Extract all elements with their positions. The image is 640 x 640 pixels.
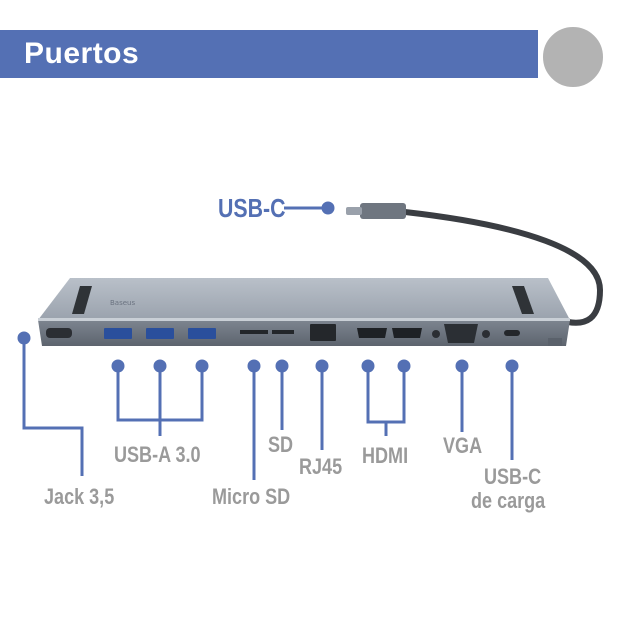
hub-foot-left bbox=[72, 286, 92, 314]
brand-logo: Baseus bbox=[110, 299, 135, 307]
port-usb-a-2 bbox=[146, 328, 174, 339]
port-jack-3-5 bbox=[46, 328, 72, 338]
label-hdmi: HDMI bbox=[362, 443, 409, 468]
label-usb-c: USB-C bbox=[218, 193, 286, 223]
label-sd: SD bbox=[268, 432, 294, 457]
label-micro-sd: Micro SD bbox=[212, 484, 291, 509]
usb-c-plug bbox=[360, 203, 406, 219]
port-vga bbox=[444, 324, 478, 343]
port-hdmi-2 bbox=[392, 328, 422, 338]
usb-c-cable bbox=[402, 209, 604, 326]
hub-front-face bbox=[38, 320, 570, 346]
port-usb-a-1 bbox=[104, 328, 132, 339]
label-jack-3-5: Jack 3,5 bbox=[44, 484, 115, 509]
hub-top-face bbox=[38, 278, 570, 320]
label-usb-c-charge-line1: USB-C bbox=[484, 464, 542, 489]
page-title: Puertos bbox=[24, 37, 140, 70]
port-sd bbox=[272, 330, 294, 334]
port-rj45 bbox=[310, 324, 336, 341]
label-rj45: RJ45 bbox=[299, 454, 343, 479]
title-banner bbox=[0, 30, 538, 78]
port-hdmi-1 bbox=[357, 328, 387, 338]
label-usb-c-charge-line2: de carga bbox=[471, 488, 546, 513]
hub-foot-right bbox=[512, 286, 534, 314]
port-usb-a-3 bbox=[188, 328, 216, 339]
decorative-circle bbox=[540, 24, 606, 90]
label-usb-a: USB-A 3.0 bbox=[114, 442, 201, 467]
label-vga: VGA bbox=[443, 433, 483, 458]
port-micro-sd bbox=[240, 330, 268, 334]
port-usb-c-charge bbox=[504, 330, 520, 336]
